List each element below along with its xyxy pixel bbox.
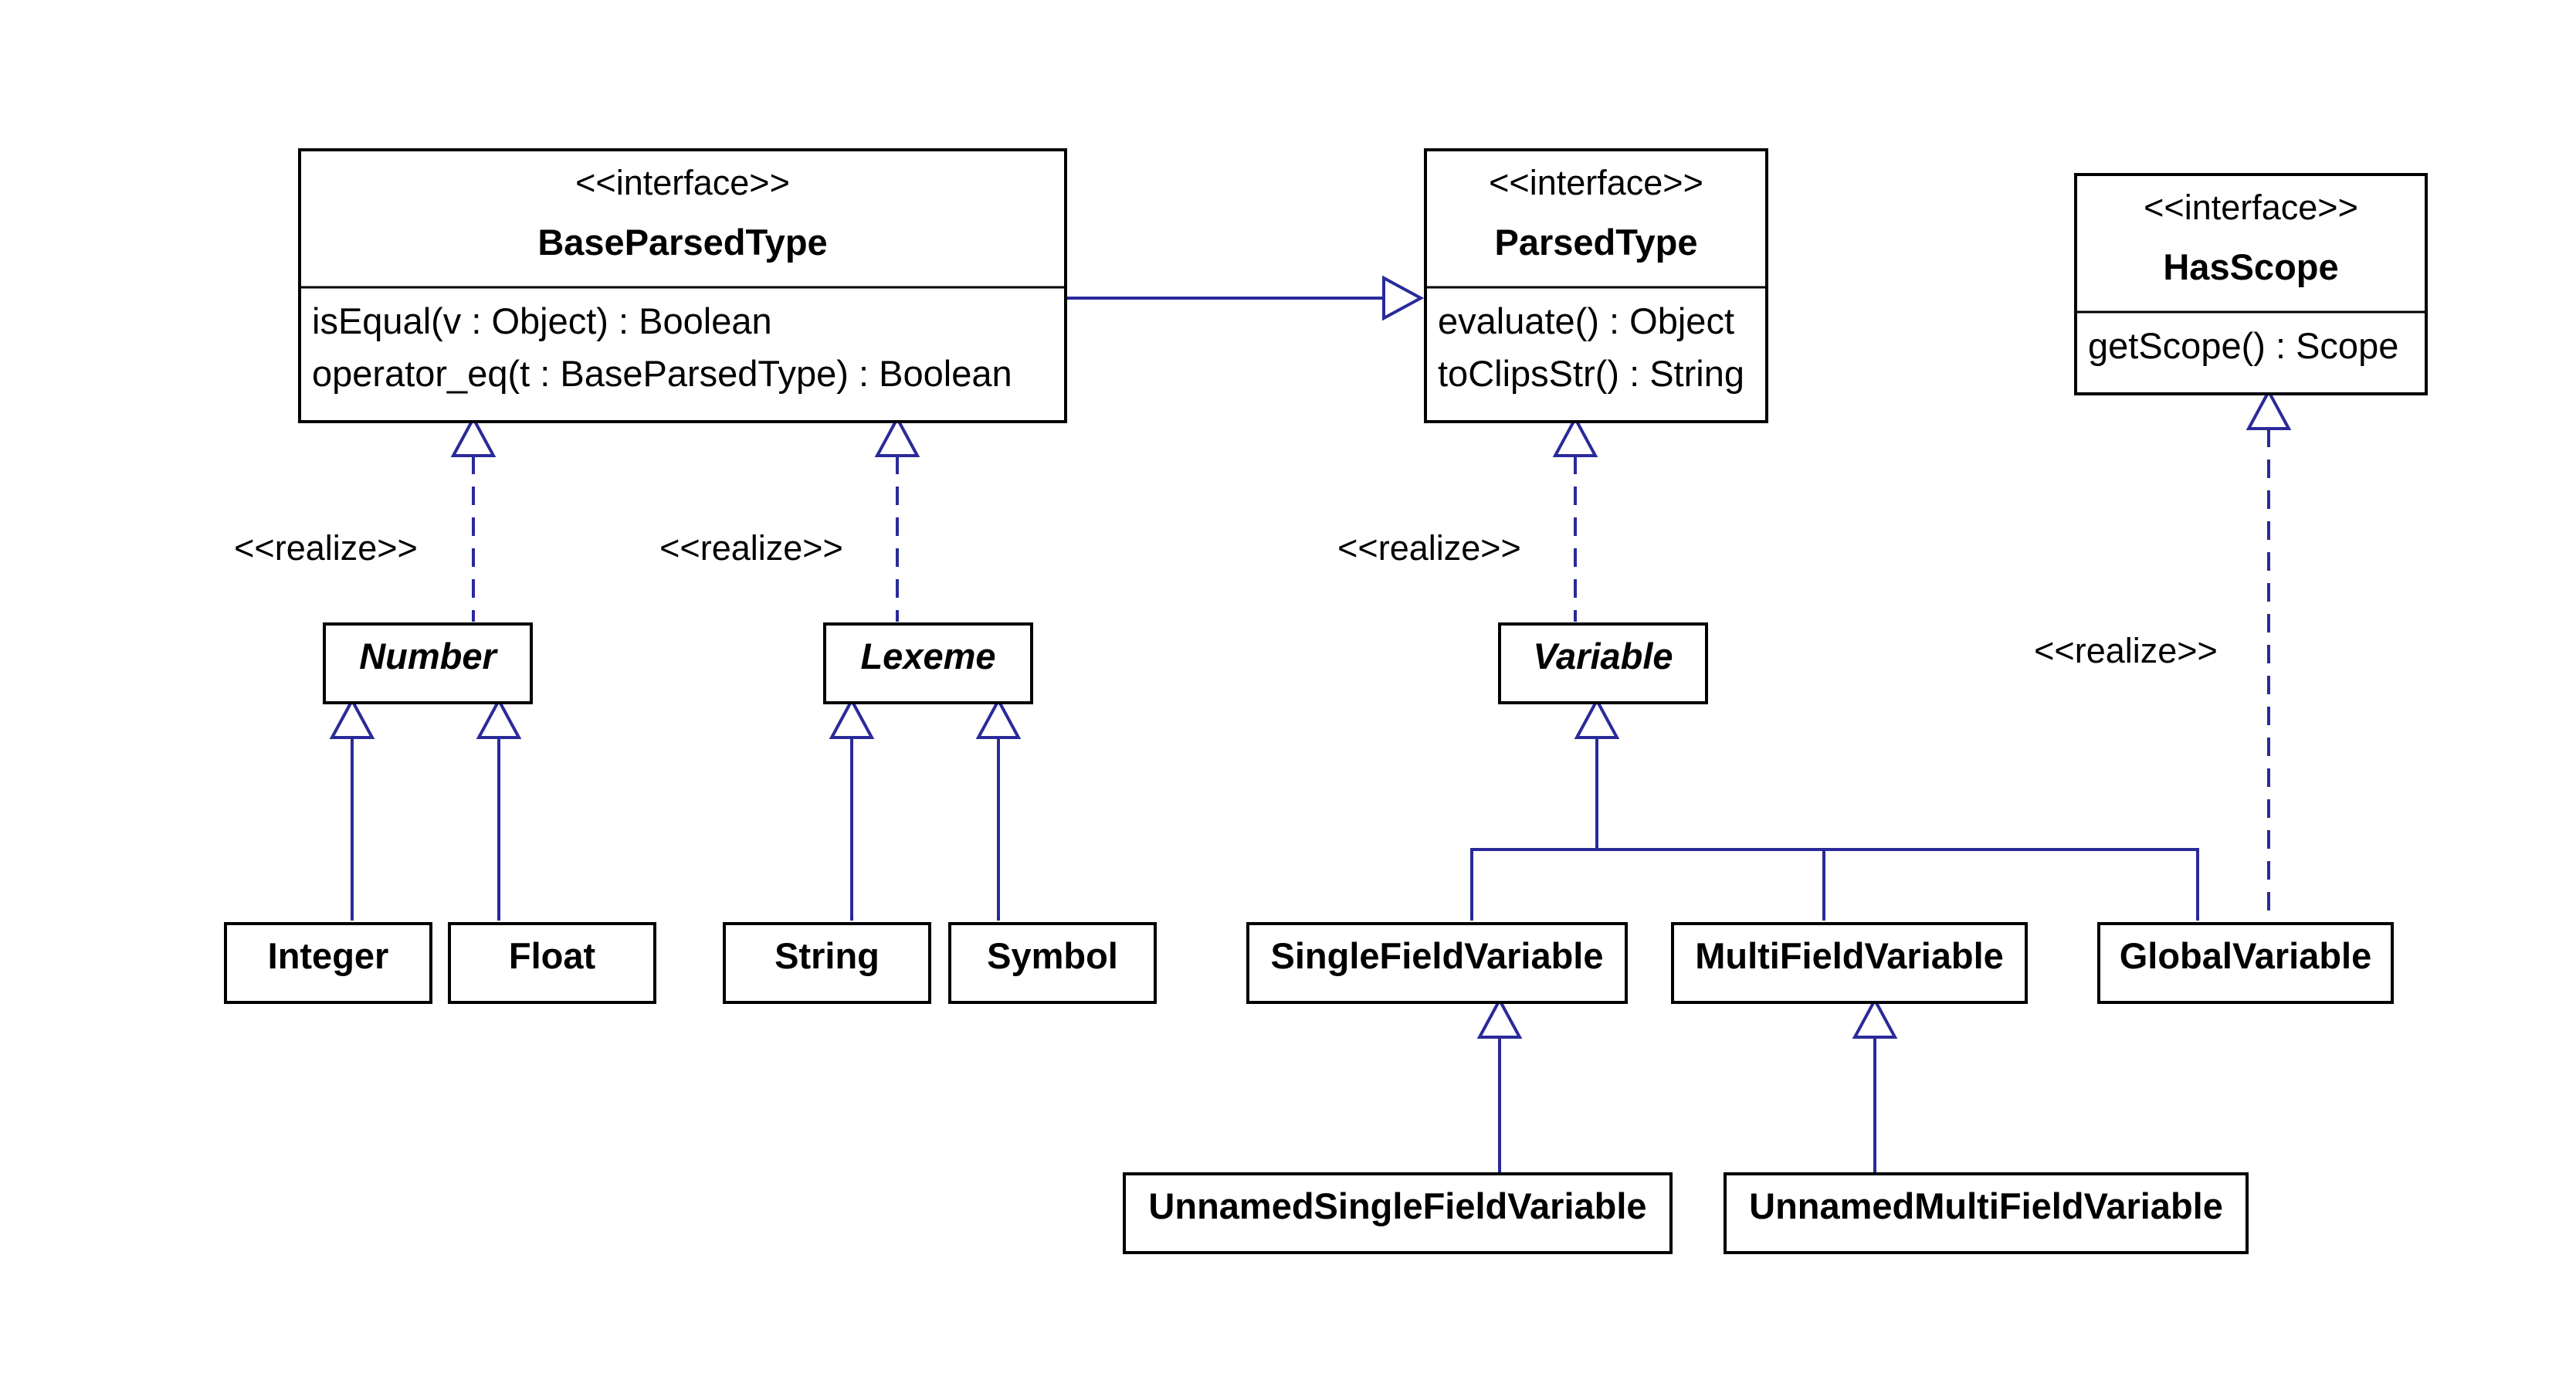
realization-arrowhead: [1552, 415, 1598, 457]
class-string[interactable]: String: [723, 922, 931, 1004]
class-singlefieldvariable[interactable]: SingleFieldVariable: [1246, 922, 1628, 1004]
method-operator-eq: operator_eq(t : BaseParsedType) : Boolea…: [312, 353, 1012, 394]
class-integer[interactable]: Integer: [224, 922, 432, 1004]
generalization-arrowhead: [975, 697, 1022, 739]
class-parsedtype[interactable]: <<interface>> ParsedType evaluate() : Ob…: [1424, 148, 1768, 423]
class-name: ParsedType: [1495, 222, 1698, 263]
class-name: Number: [359, 636, 498, 677]
class-name: Symbol: [987, 935, 1118, 976]
generalization-arrowhead: [329, 697, 375, 739]
method-toclipsstr: toClipsStr() : String: [1438, 353, 1744, 394]
class-name: UnnamedMultiFieldVariable: [1749, 1185, 2223, 1226]
method-isequal: isEqual(v : Object) : Boolean: [312, 300, 772, 341]
connectors: [329, 275, 2292, 1172]
class-symbol[interactable]: Symbol: [948, 922, 1157, 1004]
class-name: Variable: [1533, 636, 1673, 677]
generalization-arrowhead: [1476, 996, 1523, 1039]
class-baseparsedtype[interactable]: <<interface>> BaseParsedType isEqual(v :…: [298, 148, 1067, 423]
stereotype-label: <<interface>>: [1489, 163, 1703, 202]
class-float[interactable]: Float: [448, 922, 656, 1004]
generalization-arrowhead: [1574, 697, 1620, 739]
realize-label-variable: <<realize>>: [1337, 528, 1521, 568]
realization-arrowhead: [450, 415, 497, 457]
class-globalvariable[interactable]: GlobalVariable: [2097, 922, 2394, 1004]
realize-label-number: <<realize>>: [234, 528, 418, 568]
class-name: BaseParsedType: [537, 222, 827, 263]
class-number[interactable]: Number: [323, 622, 533, 704]
stereotype-label: <<interface>>: [2144, 188, 2358, 227]
class-lexeme[interactable]: Lexeme: [823, 622, 1033, 704]
generalization-arrowhead: [1382, 275, 1425, 321]
method-getscope: getScope() : Scope: [2088, 325, 2398, 366]
class-name: MultiFieldVariable: [1695, 935, 2004, 976]
realize-label-globalvariable: <<realize>>: [2034, 631, 2218, 670]
realize-label-lexeme: <<realize>>: [659, 528, 843, 568]
generalization-tree-bar: [1470, 848, 2199, 921]
class-name: Float: [509, 935, 596, 976]
generalization-arrowhead: [476, 697, 522, 739]
method-evaluate: evaluate() : Object: [1438, 300, 1734, 341]
realization-arrowhead: [874, 415, 920, 457]
class-unnamedmultifieldvariable[interactable]: UnnamedMultiFieldVariable: [1724, 1172, 2249, 1254]
class-name: Integer: [268, 935, 389, 976]
class-variable[interactable]: Variable: [1498, 622, 1708, 704]
generalization-arrowhead: [829, 697, 875, 739]
realization-arrowhead: [2246, 388, 2292, 430]
class-name: UnnamedSingleFieldVariable: [1148, 1185, 1646, 1226]
stereotype-label: <<interface>>: [575, 163, 790, 202]
class-multifieldvariable[interactable]: MultiFieldVariable: [1671, 922, 2028, 1004]
class-name: HasScope: [2163, 246, 2338, 287]
class-name: SingleFieldVariable: [1271, 935, 1604, 976]
class-hasscope[interactable]: <<interface>> HasScope getScope() : Scop…: [2074, 173, 2428, 395]
class-name: String: [774, 935, 880, 976]
class-unnamedsinglefieldvariable[interactable]: UnnamedSingleFieldVariable: [1123, 1172, 1673, 1254]
class-name: GlobalVariable: [2120, 935, 2372, 976]
class-name: Lexeme: [860, 636, 995, 677]
generalization-arrowhead: [1852, 996, 1898, 1039]
